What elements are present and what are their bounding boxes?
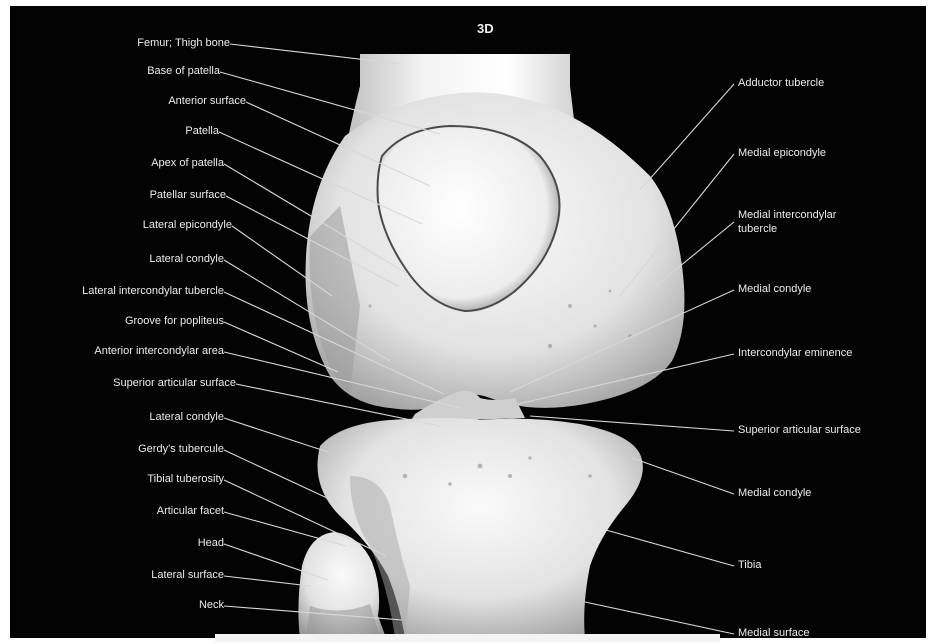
label-lateral-condyle: Lateral condyle: [149, 253, 224, 266]
label-tibial-tuberosity: Tibial tuberosity: [147, 473, 224, 486]
leader-lateral-surface: [224, 576, 310, 586]
label-anterior-surface: Anterior surface: [168, 95, 246, 108]
leader-adductor-tubercle: [640, 84, 734, 190]
label-superior-articular-surface-left: Superior articular surface: [113, 377, 236, 390]
label-medial-surface: Medial surface: [738, 627, 810, 640]
label-articular-facet: Articular facet: [157, 505, 224, 518]
label-gerdys-tubercule: Gerdy's tubercule: [138, 443, 224, 456]
label-patellar-surface: Patellar surface: [150, 189, 226, 202]
label-lateral-surface: Lateral surface: [151, 569, 224, 582]
label-superior-articular-surface-right: Superior articular surface: [738, 424, 861, 437]
label-medial-intercondylar: Medial intercondylar: [738, 209, 836, 222]
label-lateral-intercondylar-tubercle: Lateral intercondylar tubercle: [82, 285, 224, 298]
label-base-of-patella: Base of patella: [147, 65, 220, 78]
view-title: 3D: [477, 21, 494, 36]
label-neck: Neck: [199, 599, 224, 612]
leader-tibia: [606, 530, 734, 566]
label-femur-thigh-bone: Femur; Thigh bone: [137, 37, 230, 50]
label-patella: Patella: [185, 125, 219, 138]
label-apex-of-patella: Apex of patella: [151, 157, 224, 170]
bottom-strip: [215, 634, 720, 642]
label-anterior-intercondylar-area: Anterior intercondylar area: [94, 345, 224, 358]
label-medial-condyle-tibia: Medial condyle: [738, 487, 811, 500]
leader-medial-condyle-tibia: [632, 458, 734, 494]
label-medial-condyle-femur: Medial condyle: [738, 283, 811, 296]
label-lateral-condyle-tibia: Lateral condyle: [149, 411, 224, 424]
image-panel: 3D Femur; Thigh bone Base of patella Ant…: [10, 6, 926, 638]
label-adductor-tubercle: Adductor tubercle: [738, 77, 824, 90]
leader-medial-surface: [585, 602, 734, 634]
label-lateral-epicondyle: Lateral epicondyle: [143, 219, 232, 232]
label-medial-intercondylar-tubercle-line2: tubercle: [738, 223, 777, 236]
label-groove-for-popliteus: Groove for popliteus: [125, 315, 224, 328]
leader-lateral-condyle-tibia: [224, 418, 328, 452]
label-medial-epicondyle: Medial epicondyle: [738, 147, 826, 160]
label-tibia: Tibia: [738, 559, 761, 572]
label-head: Head: [198, 537, 224, 550]
label-intercondylar-eminence: Intercondylar eminence: [738, 347, 852, 360]
